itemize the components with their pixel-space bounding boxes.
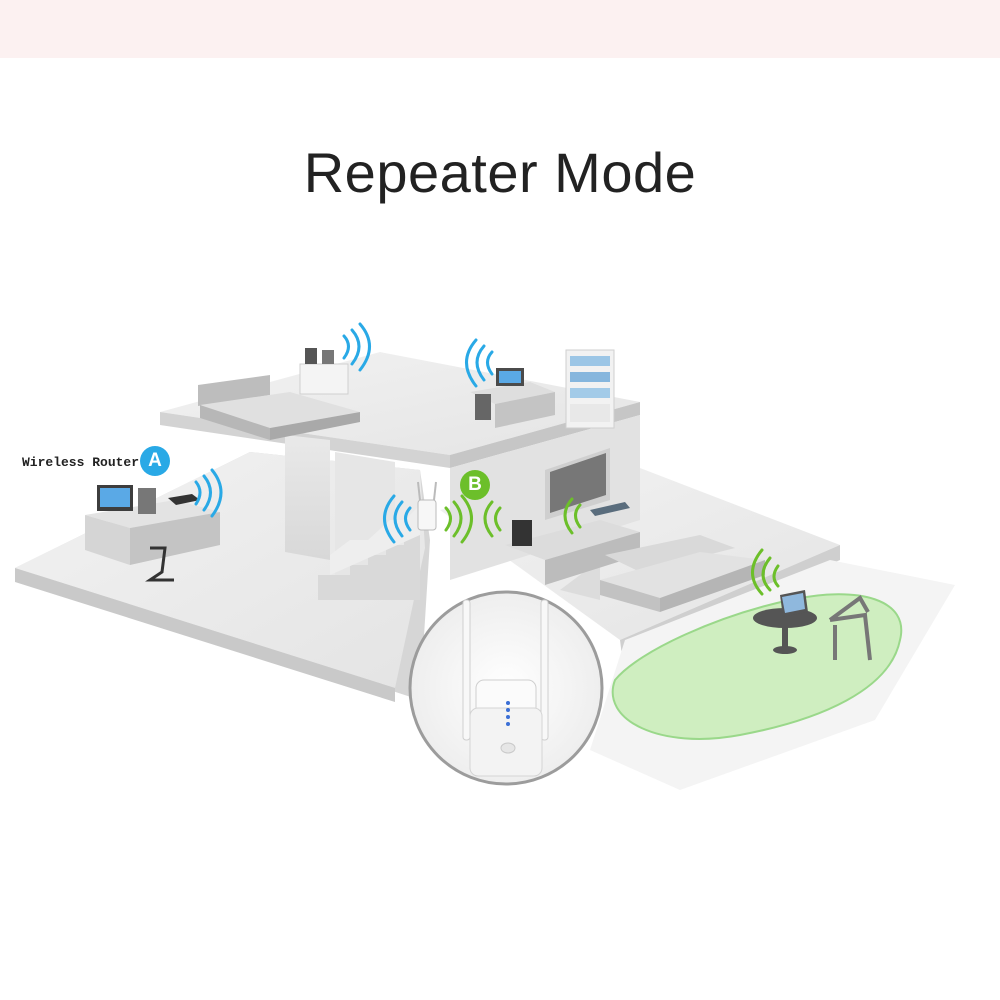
badge-b: B [460, 470, 490, 500]
garden-signal [751, 548, 780, 596]
bedroom-bed [198, 375, 360, 440]
patio-chair [828, 595, 872, 661]
study-signal [465, 338, 494, 388]
staircase [318, 452, 420, 600]
bookshelf [565, 349, 615, 429]
repeater-left-signal [383, 494, 412, 544]
living-room-signal [483, 497, 582, 538]
router-signal [194, 468, 223, 518]
stereo-shelf [299, 348, 349, 395]
repeater-zoom-circle [408, 590, 604, 786]
sofa [600, 535, 765, 612]
study-desk [470, 368, 555, 428]
page-title: Repeater Mode [303, 141, 697, 204]
signal-arcs [194, 322, 780, 596]
top-band [0, 0, 1000, 58]
repeater-right-signal [444, 494, 473, 544]
wireless-router-label: Wireless Router [22, 455, 140, 470]
router-desk [85, 485, 220, 582]
repeater-device-small [417, 481, 437, 531]
tv-wall [545, 448, 610, 520]
bedroom-signal [342, 322, 371, 372]
badge-a: A [140, 446, 170, 476]
tv-cabinet [505, 502, 640, 585]
patio-table [753, 590, 817, 654]
